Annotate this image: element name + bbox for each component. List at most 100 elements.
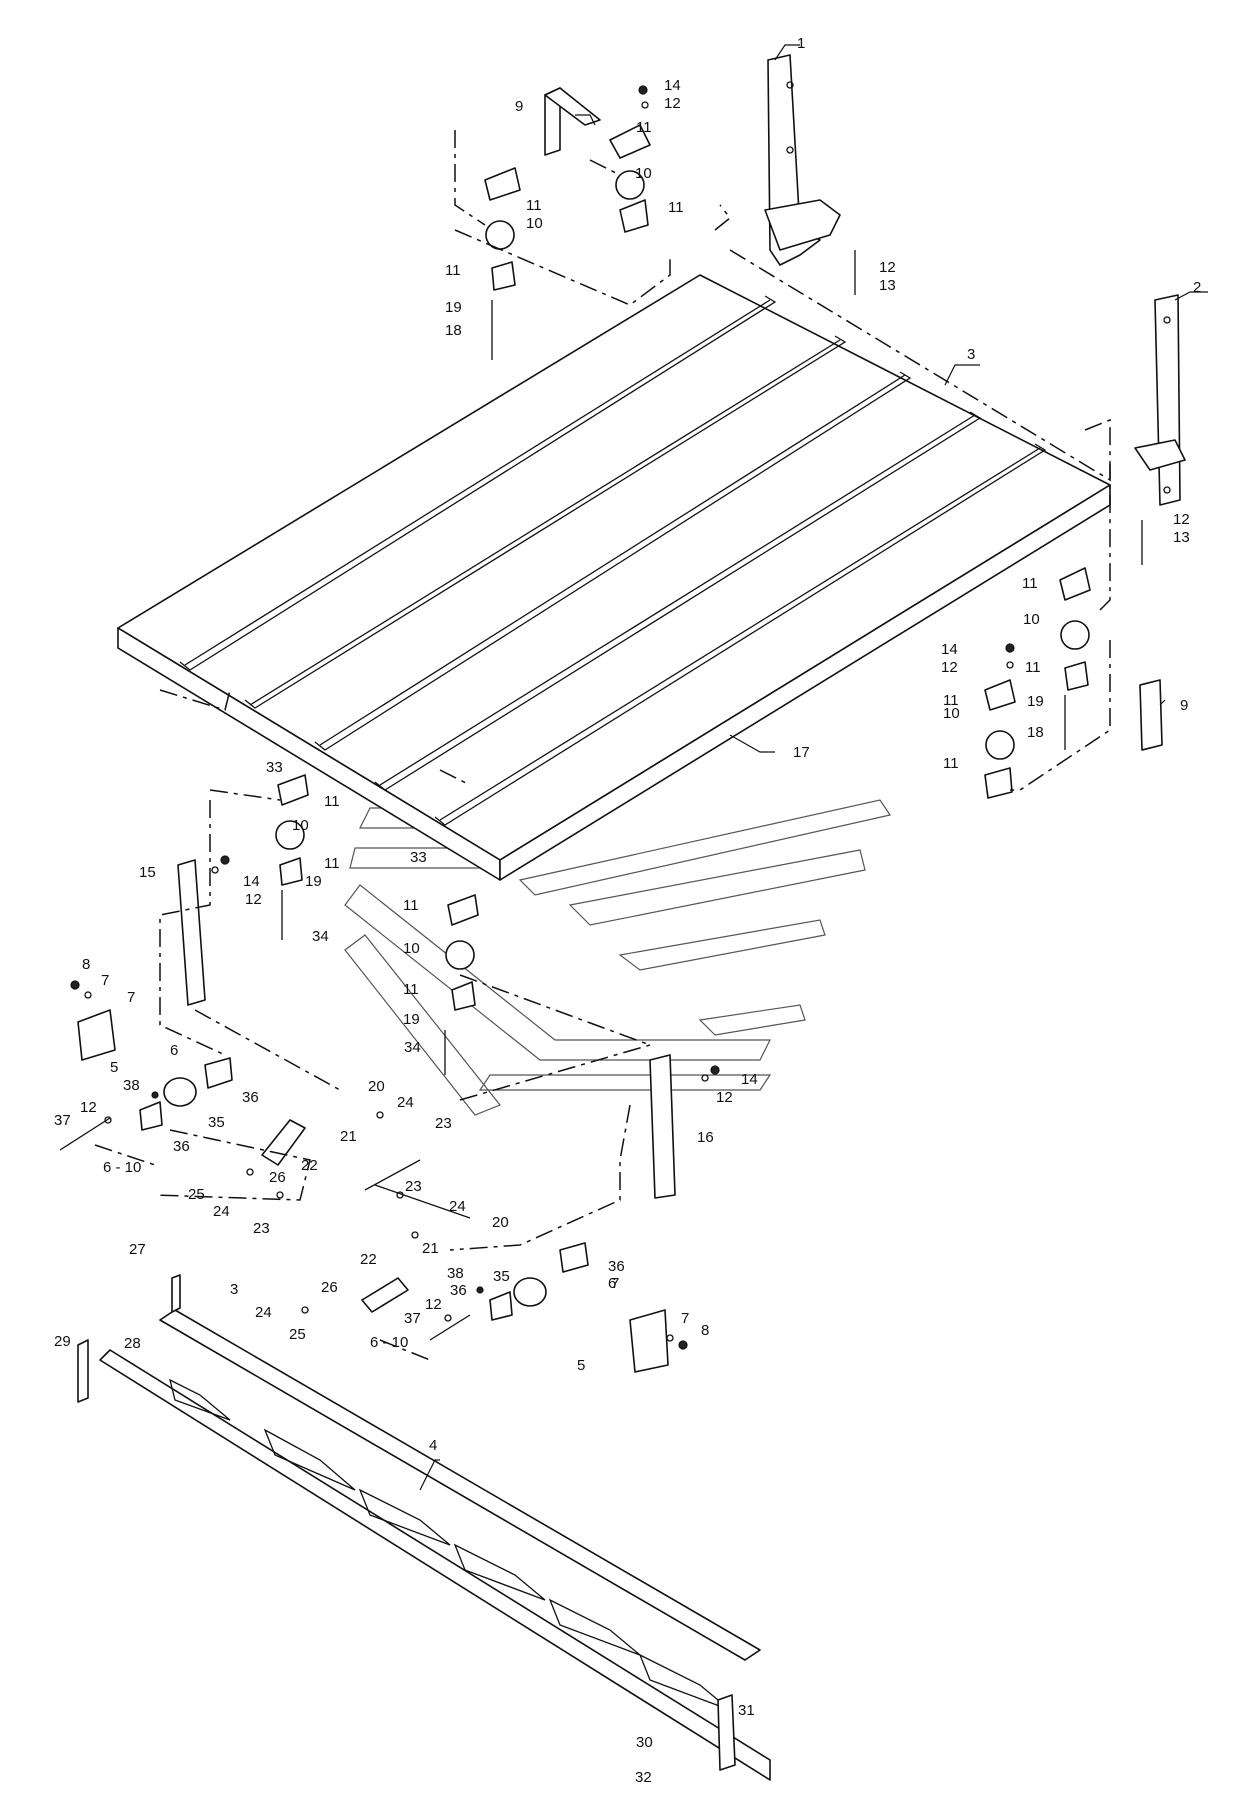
- callout-32: 32: [635, 1769, 652, 1786]
- callout-6-10a: 6 - 10: [103, 1159, 141, 1176]
- callout-11i: 11: [324, 793, 340, 810]
- callout-23d: 3: [230, 1281, 238, 1298]
- nuts-washers: [70, 85, 1015, 1350]
- callout-11c: 11: [526, 197, 542, 214]
- callout-37a: 37: [54, 1112, 71, 1129]
- callout-4: 4: [429, 1437, 437, 1454]
- callout-11d: 11: [445, 262, 461, 279]
- callout-20a: 20: [368, 1078, 385, 1095]
- callout-7b: 7: [127, 989, 135, 1006]
- callout-5a: 5: [110, 1059, 118, 1076]
- mounting-plate-5-left: [77, 1009, 116, 1061]
- callout-25a: 25: [188, 1186, 205, 1203]
- callout-19b: 19: [1027, 693, 1044, 710]
- callout-20b: 20: [492, 1214, 509, 1231]
- handle-9-right: [1139, 679, 1163, 751]
- callout-36d: 36: [450, 1282, 467, 1299]
- callout-12d: 12: [941, 659, 958, 676]
- leader-lines: [419, 44, 1208, 1491]
- callout-11e: 11: [1022, 575, 1038, 592]
- callout-21a: 21: [340, 1128, 357, 1145]
- callout-12f: 12: [716, 1089, 733, 1106]
- callout-35a: 35: [208, 1114, 225, 1131]
- callout-12b: 12: [879, 259, 896, 276]
- callout-38b: 38: [447, 1265, 464, 1282]
- end-plate-32: [717, 1694, 736, 1771]
- callout-24b: 24: [449, 1198, 466, 1215]
- callout-34a: 34: [312, 928, 329, 945]
- lift-arm-16: [649, 1054, 676, 1199]
- callout-15: 15: [139, 864, 156, 881]
- callout-36b: 36: [173, 1138, 190, 1155]
- callout-14a: 14: [664, 77, 681, 94]
- assembly-lines: [94, 130, 1111, 1361]
- callout-14b: 14: [941, 641, 958, 658]
- callout-11k: 11: [403, 897, 419, 914]
- callout-22b: 22: [360, 1251, 377, 1268]
- callout-labels: 1 2 3 4 5 5 6 6 6 - 10 6 - 10 7 7 7 7 8 …: [54, 35, 1201, 1786]
- callout-18b: 18: [1027, 724, 1044, 741]
- callout-11b: 11: [668, 199, 684, 216]
- callout-25b: 25: [289, 1326, 306, 1343]
- callout-26b: 26: [321, 1279, 338, 1296]
- callout-33b: 33: [410, 849, 427, 866]
- callout-11h: 11: [943, 755, 959, 772]
- callout-24a: 24: [397, 1094, 414, 1111]
- callout-10e: 10: [292, 817, 309, 834]
- callout-11a: 11: [636, 119, 652, 136]
- callout-10f: 10: [403, 940, 420, 957]
- callout-36c: 36: [608, 1258, 625, 1275]
- lift-arm-15: [177, 859, 206, 1006]
- watermark-logo: [344, 779, 891, 1116]
- callout-16: 16: [697, 1129, 714, 1146]
- callout-17: 17: [793, 744, 810, 761]
- callout-12c: 12: [1173, 511, 1190, 528]
- callout-29: 29: [54, 1333, 71, 1350]
- callout-7d: 7: [681, 1310, 689, 1327]
- cylinders: [261, 1119, 409, 1313]
- callout-12e: 12: [245, 891, 262, 908]
- callout-23a: 23: [435, 1115, 452, 1132]
- callout-11l: 11: [403, 981, 419, 998]
- callout-7c: 7: [611, 1275, 619, 1292]
- callout-3: 3: [967, 346, 975, 363]
- callout-24d: 24: [255, 1304, 272, 1321]
- callout-11j: 11: [324, 855, 340, 872]
- callout-8a: 8: [82, 956, 90, 973]
- callout-28: 28: [124, 1335, 141, 1352]
- callout-14d: 14: [741, 1071, 758, 1088]
- callout-34b: 34: [404, 1039, 421, 1056]
- callout-24c: 24: [213, 1203, 230, 1220]
- callout-11f: 11: [1025, 659, 1041, 676]
- callout-26a: 26: [269, 1169, 286, 1186]
- callout-27: 27: [129, 1241, 146, 1258]
- strip-27: [171, 1274, 181, 1313]
- callout-31: 31: [738, 1702, 755, 1719]
- callout-9a: 9: [515, 98, 523, 115]
- callout-23b: 23: [405, 1178, 422, 1195]
- callout-13a: 13: [879, 277, 896, 294]
- side-rail-4: [99, 1309, 771, 1781]
- callout-2: 2: [1193, 279, 1201, 296]
- callout-7a: 7: [101, 972, 109, 989]
- callout-18a: 18: [445, 322, 462, 339]
- callout-6-10b: 6 - 10: [370, 1334, 408, 1351]
- handle-9-top: [544, 87, 601, 156]
- callout-10a: 10: [635, 165, 652, 182]
- mounting-bracket-1: [764, 54, 841, 266]
- callout-12h: 12: [425, 1296, 442, 1313]
- callout-5b: 5: [577, 1357, 585, 1374]
- rollers: [163, 170, 1090, 1307]
- callout-37b: 37: [404, 1310, 421, 1327]
- callout-35b: 35: [493, 1268, 510, 1285]
- callout-33a: 33: [266, 759, 283, 776]
- mounting-bracket-2: [1134, 294, 1186, 506]
- callout-38a: 38: [123, 1077, 140, 1094]
- callout-19d: 19: [403, 1011, 420, 1028]
- callout-6b: 6: [608, 1275, 616, 1292]
- platform-deck: [117, 274, 1111, 881]
- mounting-plate-5-right: [629, 1309, 669, 1373]
- callout-11g: 11: [943, 692, 959, 709]
- callout-19c: 19: [305, 873, 322, 890]
